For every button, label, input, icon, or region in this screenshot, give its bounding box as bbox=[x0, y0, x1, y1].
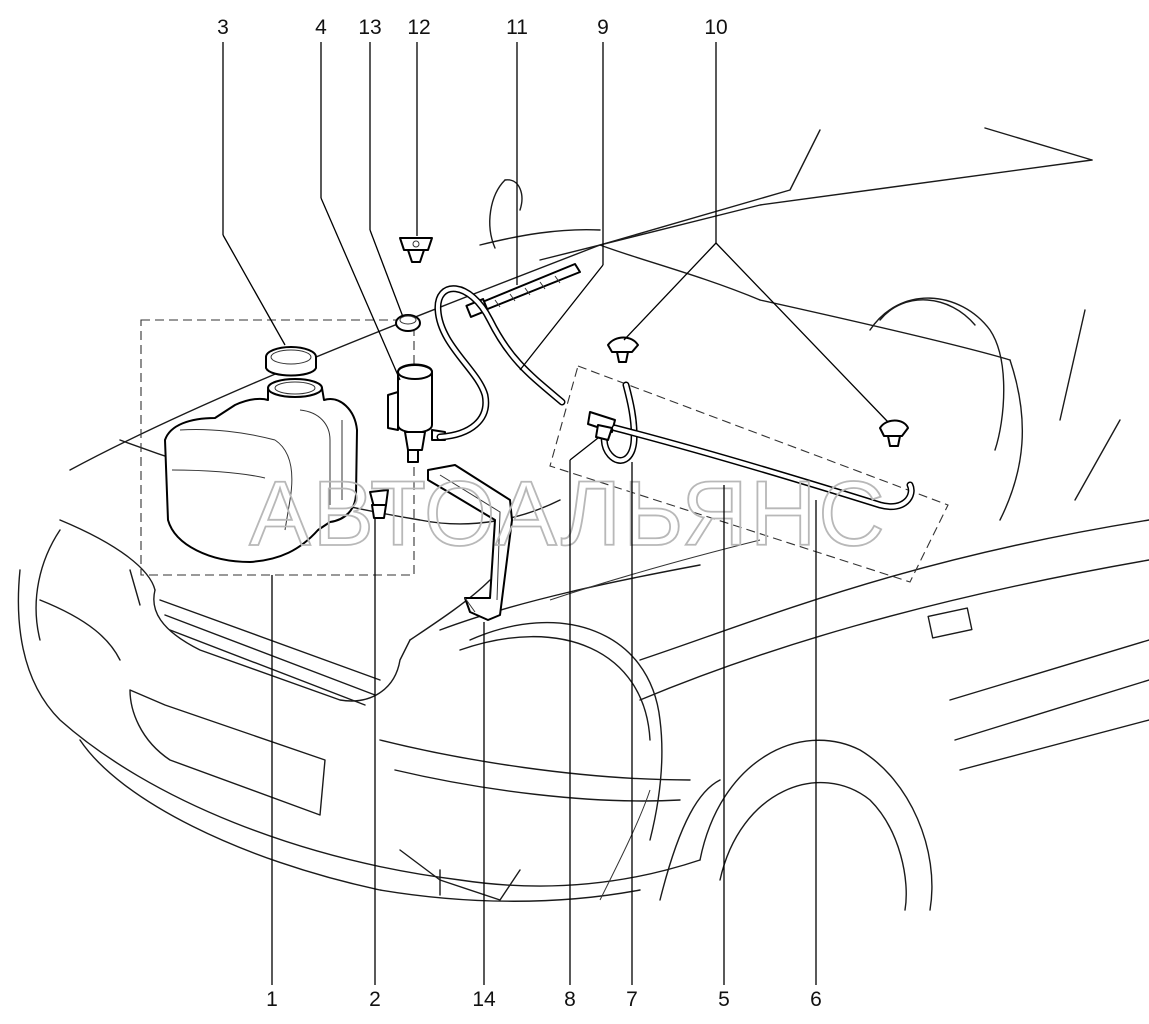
callout-1: 1 bbox=[266, 988, 278, 1011]
washer-nozzle-right bbox=[879, 419, 909, 447]
callout-6: 6 bbox=[810, 988, 822, 1011]
callout-11: 11 bbox=[506, 16, 528, 39]
washer-pump bbox=[387, 363, 446, 463]
washer-hose-main bbox=[434, 285, 566, 441]
callout-4: 4 bbox=[315, 16, 327, 39]
watermark-text: АВТОАЛЬЯНС bbox=[249, 463, 887, 565]
reservoir-bracket bbox=[427, 464, 513, 621]
callout-5: 5 bbox=[718, 988, 730, 1011]
grommet-plug bbox=[395, 314, 421, 332]
leader-lines bbox=[222, 42, 889, 985]
callout-3: 3 bbox=[217, 16, 229, 39]
pump-grommet bbox=[369, 489, 389, 519]
car-body-outline bbox=[17, 127, 1149, 911]
callout-9: 9 bbox=[597, 16, 609, 39]
nozzle-hose bbox=[611, 424, 915, 511]
callout-labels: 3 4 13 12 11 9 10 1 2 14 8 7 5 6 bbox=[217, 16, 822, 1011]
callout-12: 12 bbox=[407, 16, 430, 39]
nozzle-group-box bbox=[549, 365, 949, 583]
washer-nozzle-left bbox=[607, 336, 639, 363]
reservoir-cap bbox=[265, 346, 317, 377]
callout-8: 8 bbox=[564, 988, 576, 1011]
hose-clip bbox=[399, 237, 433, 263]
callout-10: 10 bbox=[704, 16, 727, 39]
callout-13: 13 bbox=[358, 16, 381, 39]
washer-reservoir bbox=[164, 378, 358, 563]
hose-tee bbox=[587, 381, 638, 464]
callout-7: 7 bbox=[626, 988, 638, 1011]
callout-14: 14 bbox=[472, 988, 496, 1011]
callout-2: 2 bbox=[369, 988, 381, 1011]
